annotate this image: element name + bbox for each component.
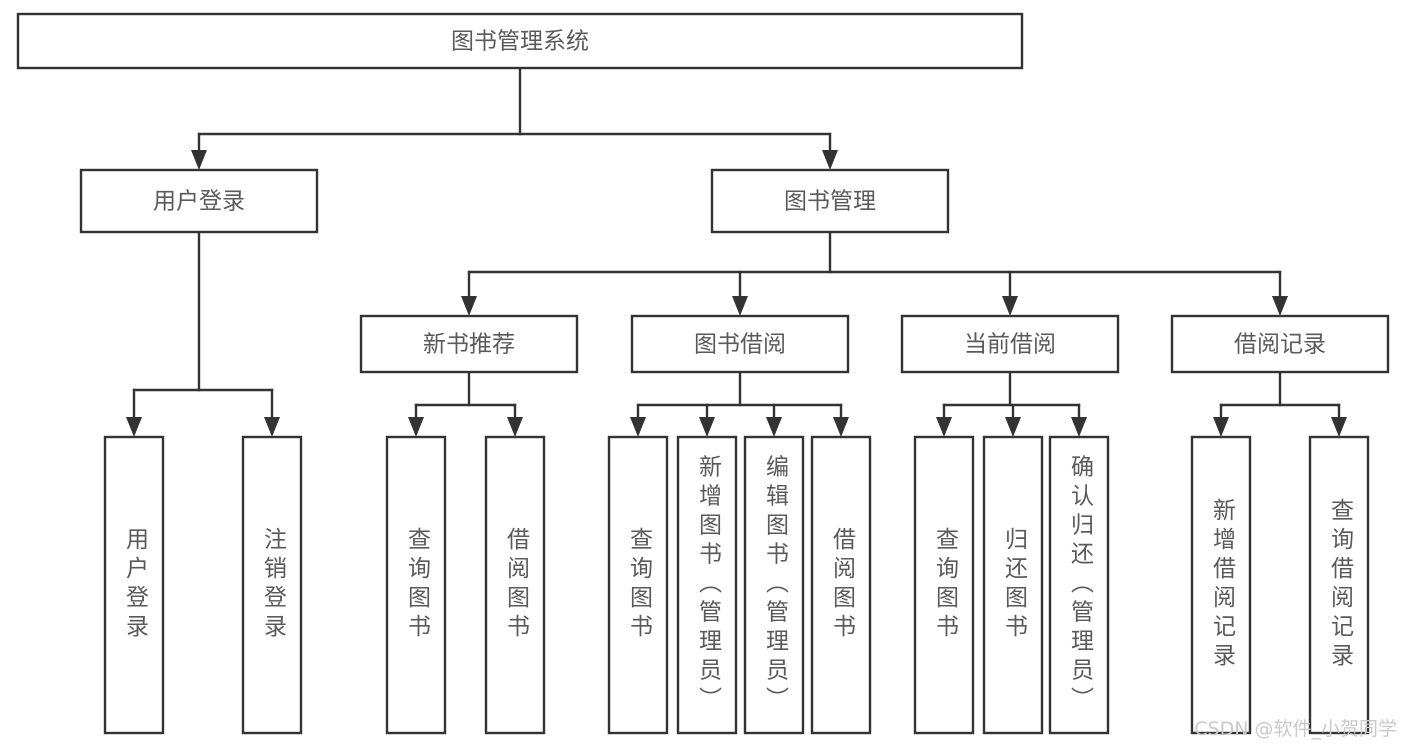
node-leaf-user-login[interactable]: 用户登录: [103, 435, 165, 735]
node-book-manage-box[interactable]: [710, 168, 950, 234]
node-leaf-query-book-1-label: 查询图书: [404, 527, 432, 643]
node-leaf-query-book-2-label: 查询图书: [626, 527, 654, 643]
node-leaf-user-logout[interactable]: 注销登录: [241, 435, 303, 735]
node-book-borrow[interactable]: 图书借阅: [630, 314, 850, 374]
node-leaf-query-record-box[interactable]: [1308, 435, 1370, 735]
node-user-login[interactable]: 用户登录: [79, 168, 319, 234]
node-leaf-return-book-label: 归还图书: [1001, 527, 1029, 643]
arrowhead-leaf-query-record: [1331, 417, 1347, 437]
node-leaf-user-logout-label: 注销登录: [260, 527, 288, 643]
node-leaf-query-record[interactable]: 查询借阅记录: [1308, 435, 1370, 735]
arrowhead-book-manage: [822, 150, 838, 170]
node-leaf-confirm-return[interactable]: 确认归还（管理员）: [1048, 435, 1110, 735]
arrowhead-leaf-user-logout: [264, 417, 280, 437]
node-user-login-box[interactable]: [79, 168, 319, 234]
node-leaf-return-book-box[interactable]: [982, 435, 1044, 735]
node-root-box[interactable]: [16, 12, 1024, 70]
node-leaf-add-record-label: 新增借阅记录: [1209, 498, 1237, 672]
node-leaf-add-record[interactable]: 新增借阅记录: [1190, 435, 1252, 735]
node-root[interactable]: 图书管理系统: [16, 12, 1024, 70]
node-leaf-add-record-box[interactable]: [1190, 435, 1252, 735]
node-leaf-borrow-book-1[interactable]: 借阅图书: [484, 435, 546, 735]
node-leaf-user-login-label: 用户登录: [122, 527, 150, 643]
node-user-login-label: 用户登录: [153, 189, 245, 215]
connector-group: [126, 66, 1347, 437]
node-leaf-return-book[interactable]: 归还图书: [982, 435, 1044, 735]
node-leaf-borrow-book-2[interactable]: 借阅图书: [810, 435, 872, 735]
node-leaf-add-book-label: 新增图书（管理员）: [695, 455, 723, 716]
node-leaf-borrow-book-2-label: 借阅图书: [829, 527, 857, 643]
arrowhead-leaf-add-record: [1213, 417, 1229, 437]
node-book-borrow-box[interactable]: [630, 314, 850, 374]
node-leaf-borrow-book-1-label: 借阅图书: [503, 527, 531, 643]
node-current-borrow-box[interactable]: [900, 314, 1120, 374]
arrowhead-leaf-confirm-return: [1071, 417, 1087, 437]
node-leaf-query-book-3-label: 查询图书: [932, 527, 960, 643]
node-leaf-borrow-book-1-box[interactable]: [484, 435, 546, 735]
node-current-borrow-label: 当前借阅: [964, 332, 1056, 358]
arrowhead-leaf-query-book-3: [936, 417, 952, 437]
node-leaf-query-book-2[interactable]: 查询图书: [607, 435, 669, 735]
arrowhead-leaf-user-login: [126, 417, 142, 437]
node-leaf-user-login-box[interactable]: [103, 435, 165, 735]
node-leaf-query-book-2-box[interactable]: [607, 435, 669, 735]
node-borrow-record-box[interactable]: [1170, 314, 1390, 374]
arrowhead-borrow-record: [1272, 296, 1288, 316]
node-borrow-record[interactable]: 借阅记录: [1170, 314, 1390, 374]
arrowhead-leaf-query-book-2: [630, 417, 646, 437]
node-leaf-borrow-book-2-box[interactable]: [810, 435, 872, 735]
node-leaf-query-book-3[interactable]: 查询图书: [913, 435, 975, 735]
node-leaf-query-record-label: 查询借阅记录: [1327, 498, 1355, 672]
node-book-manage[interactable]: 图书管理: [710, 168, 950, 234]
arrowhead-leaf-add-book: [699, 417, 715, 437]
node-root-label: 图书管理系统: [451, 29, 589, 55]
node-leaf-confirm-return-label: 确认归还（管理员）: [1067, 455, 1095, 716]
arrowhead-book-borrow: [732, 296, 748, 316]
node-new-book-recommend-box[interactable]: [359, 314, 579, 374]
node-leaf-confirm-return-box[interactable]: [1048, 435, 1110, 735]
arrowhead-leaf-edit-book: [766, 417, 782, 437]
node-leaf-query-book-1-box[interactable]: [385, 435, 447, 735]
arrowhead-current-borrow: [1002, 296, 1018, 316]
node-leaf-edit-book-label: 编辑图书（管理员）: [762, 455, 790, 716]
arrowhead-leaf-borrow-book-1: [507, 417, 523, 437]
node-borrow-record-label: 借阅记录: [1234, 332, 1326, 358]
arrowhead-leaf-query-book-1: [408, 417, 424, 437]
node-new-book-recommend[interactable]: 新书推荐: [359, 314, 579, 374]
node-current-borrow[interactable]: 当前借阅: [900, 314, 1120, 374]
node-leaf-add-book-box[interactable]: [676, 435, 738, 735]
arrowhead-new-book-recommend: [461, 296, 477, 316]
node-new-book-recommend-label: 新书推荐: [423, 332, 515, 358]
node-book-borrow-label: 图书借阅: [694, 332, 786, 358]
arrowhead-leaf-borrow-book-2: [833, 417, 849, 437]
arrowhead-user-login: [191, 150, 207, 170]
node-leaf-edit-book-box[interactable]: [743, 435, 805, 735]
node-leaf-edit-book[interactable]: 编辑图书（管理员）: [743, 435, 805, 735]
node-leaf-add-book[interactable]: 新增图书（管理员）: [676, 435, 738, 735]
node-book-manage-label: 图书管理: [784, 189, 876, 215]
arrowhead-leaf-return-book: [1005, 417, 1021, 437]
node-leaf-query-book-1[interactable]: 查询图书: [385, 435, 447, 735]
node-leaf-query-book-3-box[interactable]: [913, 435, 975, 735]
node-leaf-user-logout-box[interactable]: [241, 435, 303, 735]
